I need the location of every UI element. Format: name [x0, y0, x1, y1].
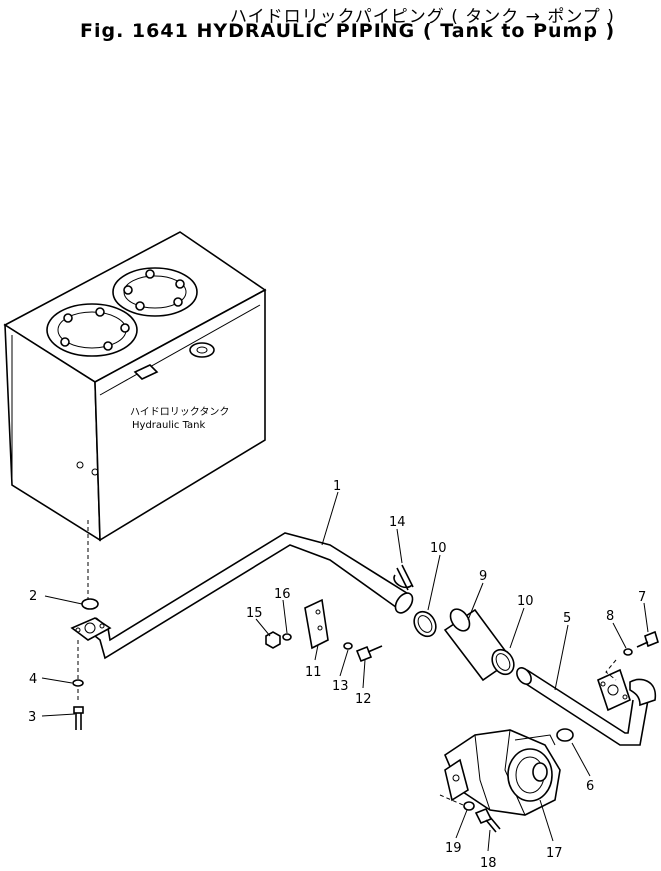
callout-16: 16 — [274, 587, 291, 602]
o-ring-6 — [556, 728, 574, 742]
pump-inlet-pipe — [516, 667, 656, 746]
clamp-10-right — [491, 648, 515, 676]
callout-5: 5 — [563, 611, 571, 626]
suction-pipe — [70, 532, 414, 660]
washer-8 — [623, 648, 633, 656]
washer-19 — [463, 801, 475, 811]
callout-17: 17 — [546, 846, 563, 861]
callout-6: 6 — [586, 779, 594, 794]
callout-13: 13 — [332, 679, 349, 694]
bolt-12 — [355, 645, 383, 663]
callout-numbers: 1 2 3 4 5 6 7 8 9 10 10 11 12 13 14 15 1… — [28, 479, 646, 871]
callout-9: 9 — [479, 569, 487, 584]
hydraulic-pump — [444, 729, 561, 816]
figure-title-japanese: ハイドロリックパイピング ( タンク → ポンプ ) — [230, 7, 615, 27]
tank-label-en: Hydraulic Tank — [132, 420, 206, 431]
bolt-18 — [474, 807, 501, 833]
figure-number: Fig. 1641 — [80, 20, 189, 42]
title-en-sub: Tank to Pump — [440, 20, 598, 42]
o-ring-2 — [81, 598, 99, 610]
clamp-14 — [393, 564, 414, 591]
title-en-main: HYDRAULIC PIPING — [196, 20, 416, 42]
callout-10-right: 10 — [517, 594, 534, 609]
callout-1: 1 — [333, 479, 341, 494]
callout-2: 2 — [29, 589, 37, 604]
figure-title-english: Fig. 1641 HYDRAULIC PIPING ( Tank to Pum… — [80, 20, 616, 42]
washer-16 — [282, 633, 292, 641]
callout-19: 19 — [445, 841, 462, 856]
clamp-10-left — [413, 610, 437, 638]
washer-13 — [343, 642, 353, 650]
title-jp-main: ハイドロリックパイピング — [230, 7, 445, 27]
callout-18: 18 — [480, 856, 497, 871]
callout-8: 8 — [606, 609, 614, 624]
callout-10-left: 10 — [430, 541, 447, 556]
washer-4 — [72, 679, 84, 687]
callout-3: 3 — [28, 710, 36, 725]
bracket-11 — [304, 598, 329, 650]
callout-7: 7 — [638, 590, 646, 605]
tank-label-jp: ハイドロリックタンク — [130, 406, 229, 418]
bolt-7 — [636, 630, 659, 648]
bolt-3 — [73, 706, 84, 730]
callout-4: 4 — [29, 672, 37, 687]
callout-14: 14 — [389, 515, 406, 530]
callout-12: 12 — [355, 692, 372, 707]
callout-11: 11 — [305, 665, 322, 680]
callout-15: 15 — [246, 606, 263, 621]
title-jp-sub: タンク → ポンプ — [465, 7, 601, 27]
assembly-line-pump-bolt — [439, 794, 471, 809]
callout-leaders — [41, 491, 649, 852]
assembly-line-flange — [605, 659, 617, 681]
hydraulic-tank: ハイドロリックタンク Hydraulic Tank — [3, 231, 267, 542]
